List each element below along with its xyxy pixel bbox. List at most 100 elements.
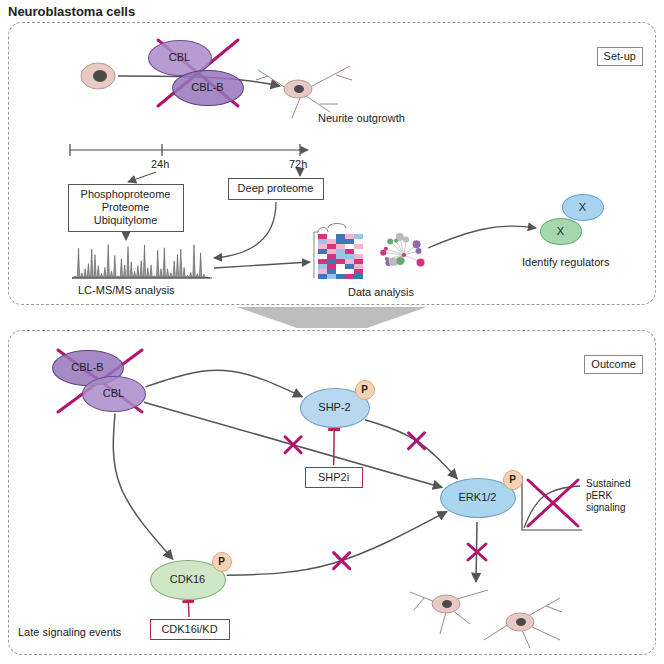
annotation-label: LC-MS/MS analysis: [78, 284, 175, 297]
heat-cell: [354, 274, 363, 279]
cross-stroke: [408, 433, 424, 449]
sample-arrow: [128, 172, 156, 182]
signal-arrow: [113, 413, 173, 559]
heat-cell: [345, 239, 354, 244]
heat-cell: [336, 259, 345, 264]
round-cell: [81, 63, 115, 89]
heat-cell: [354, 269, 363, 274]
panel-heading: Outcome: [584, 355, 643, 374]
heat-cell: [318, 249, 327, 254]
neurite-cell: [484, 598, 562, 648]
block-cross: [408, 433, 424, 449]
ms-arrow: [125, 232, 126, 240]
panel: OutcomeCBL-BCBLSHP-2PSHP2iERK1/2PCDK16PC…: [8, 330, 656, 655]
heat-cell: [318, 264, 327, 269]
heat-cell: [345, 269, 354, 274]
signal-arrow: [227, 511, 447, 575]
heat-cell: [318, 269, 327, 274]
network-node: [394, 239, 398, 243]
network-node: [417, 258, 425, 266]
node-label: SHP-2: [318, 401, 350, 414]
annotation-label: Sustained pERK signaling: [586, 478, 654, 514]
inhibition-line: [188, 601, 190, 616]
ms-peaks: [72, 245, 210, 278]
figure-title: Neuroblastoma cells: [8, 4, 135, 19]
phospho-circle: P: [503, 470, 523, 490]
neurite-cell: [410, 590, 488, 634]
block-cross: [285, 437, 301, 453]
heat-cell: [327, 264, 336, 269]
heat-cell: [336, 274, 345, 279]
heat-cell: [318, 274, 327, 279]
heat-cell: [318, 254, 327, 259]
annotation-label: Identify regulators: [522, 256, 609, 269]
block-cross: [468, 544, 486, 560]
cross-stroke: [285, 437, 301, 453]
ms-axis: [72, 278, 212, 279]
network-node: [416, 248, 422, 254]
inhibitor-box: CDK16i/KD: [150, 619, 230, 640]
network-node: [396, 257, 404, 265]
dendrogram: [314, 224, 346, 279]
heat-cell: [336, 264, 345, 269]
perk-graph: [522, 476, 582, 530]
transition-arrow: [237, 307, 427, 328]
phospho-circle: P: [355, 380, 375, 400]
network-graph: [380, 233, 424, 266]
heat-cell: [327, 239, 336, 244]
heat-cell: [354, 254, 363, 259]
node-label: SHP2i: [318, 471, 349, 484]
heat-cell: [336, 239, 345, 244]
heat-cell: [318, 244, 327, 249]
node-label: CDK16i/KD: [161, 623, 217, 636]
signal-arrow: [365, 420, 457, 479]
heat-cell: [327, 259, 336, 264]
network-node: [387, 238, 393, 244]
cross-stroke: [334, 553, 350, 569]
network-node: [384, 247, 388, 251]
heat-cell: [354, 239, 363, 244]
annotation-label: 24h: [151, 158, 169, 171]
inhibition-line: [333, 429, 335, 464]
protein-ellipse: CDK16P: [150, 560, 226, 600]
heat-cell: [327, 234, 336, 239]
phospho-circle: P: [212, 552, 232, 572]
cross-stroke: [408, 433, 424, 449]
heat-cell: [354, 244, 363, 249]
network-node: [389, 258, 397, 266]
regulator-ellipse: X: [562, 194, 604, 220]
heat-cell: [336, 234, 345, 239]
node-label: CBL-B: [191, 81, 223, 94]
node-label: ERK1/2: [459, 491, 497, 504]
heat-cell: [345, 274, 354, 279]
node-label: CBL: [169, 51, 190, 64]
heat-cell: [354, 264, 363, 269]
heat-cell: [336, 244, 345, 249]
timeline: [70, 144, 308, 156]
signal-arrow: [144, 402, 442, 487]
sample-arrow: [299, 172, 300, 176]
protein-ellipse: CBL: [82, 376, 146, 412]
heatmap: [314, 224, 363, 280]
cross-stroke: [334, 553, 350, 569]
panel-heading: Set-up: [597, 47, 643, 66]
regulator-ellipse: X: [540, 218, 582, 244]
regulator-arrow: [428, 226, 536, 248]
node-label: CBL: [103, 387, 124, 400]
heat-cell: [354, 259, 363, 264]
heat-cell: [336, 254, 345, 259]
heat-cell: [354, 234, 363, 239]
protein-ellipse: ERK1/2P: [440, 478, 516, 518]
heat-cell: [354, 249, 363, 254]
protein-ellipse: CBL-B: [172, 70, 244, 106]
protein-ellipse: SHP-2P: [300, 388, 370, 428]
annotation-label: Neurite outgrowth: [318, 112, 405, 125]
node-label: X: [557, 225, 564, 238]
node-label: Phosphoproteome Proteome Ubiquitylome: [69, 188, 183, 228]
node-label: CDK16: [170, 573, 205, 586]
method-box: Deep proteome: [228, 178, 324, 200]
node-label: P: [218, 556, 225, 568]
network-node: [403, 237, 409, 243]
